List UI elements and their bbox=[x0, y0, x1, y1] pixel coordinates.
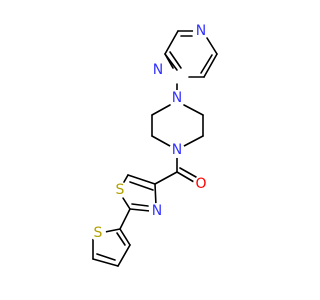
bond bbox=[164, 30, 179, 55]
bond bbox=[151, 104, 171, 116]
carbonyl-oxygen: O bbox=[193, 176, 209, 192]
atom-layer: N N N N O S N bbox=[90, 23, 209, 241]
bond bbox=[206, 37, 218, 55]
thiazole-nitrogen: N bbox=[149, 203, 165, 219]
bond bbox=[119, 208, 131, 230]
bond bbox=[131, 203, 149, 207]
atom-label: N bbox=[153, 62, 163, 78]
bond bbox=[122, 197, 131, 210]
bond bbox=[117, 244, 131, 267]
atom-label: N bbox=[172, 90, 182, 106]
bond bbox=[200, 54, 213, 74]
bond bbox=[119, 228, 131, 246]
bond bbox=[183, 135, 204, 147]
bond-layer bbox=[92, 30, 218, 267]
bond bbox=[179, 167, 197, 178]
piperazine-nitrogen-1: N bbox=[169, 90, 185, 106]
bond bbox=[203, 53, 218, 78]
piperazine-nitrogen-4: N bbox=[169, 142, 185, 158]
bond bbox=[183, 104, 204, 116]
bond bbox=[104, 228, 121, 233]
atom-label: N bbox=[196, 23, 206, 39]
bond bbox=[123, 174, 129, 183]
bond bbox=[96, 253, 116, 261]
bond bbox=[116, 232, 126, 246]
pyrazine-nitrogen-4: N bbox=[150, 62, 166, 78]
atom-label: S bbox=[116, 182, 125, 198]
thiophene-sulfur: S bbox=[90, 225, 106, 241]
bond bbox=[129, 181, 154, 191]
bond bbox=[154, 171, 178, 185]
bond bbox=[176, 171, 195, 183]
bond bbox=[164, 53, 174, 69]
atom-label: S bbox=[94, 225, 103, 241]
atom-label: O bbox=[195, 176, 206, 192]
molecule-structure: N N N N O S N bbox=[90, 23, 218, 267]
bond bbox=[151, 135, 171, 147]
bond bbox=[129, 208, 151, 212]
bond bbox=[169, 51, 182, 69]
thiazole-sulfur: S bbox=[112, 182, 128, 198]
bond bbox=[127, 174, 156, 185]
bond bbox=[92, 258, 119, 267]
pyrazine-nitrogen-1: N bbox=[193, 23, 209, 39]
bond bbox=[154, 183, 157, 207]
atom-label: N bbox=[172, 142, 182, 158]
atom-label: N bbox=[152, 203, 162, 219]
